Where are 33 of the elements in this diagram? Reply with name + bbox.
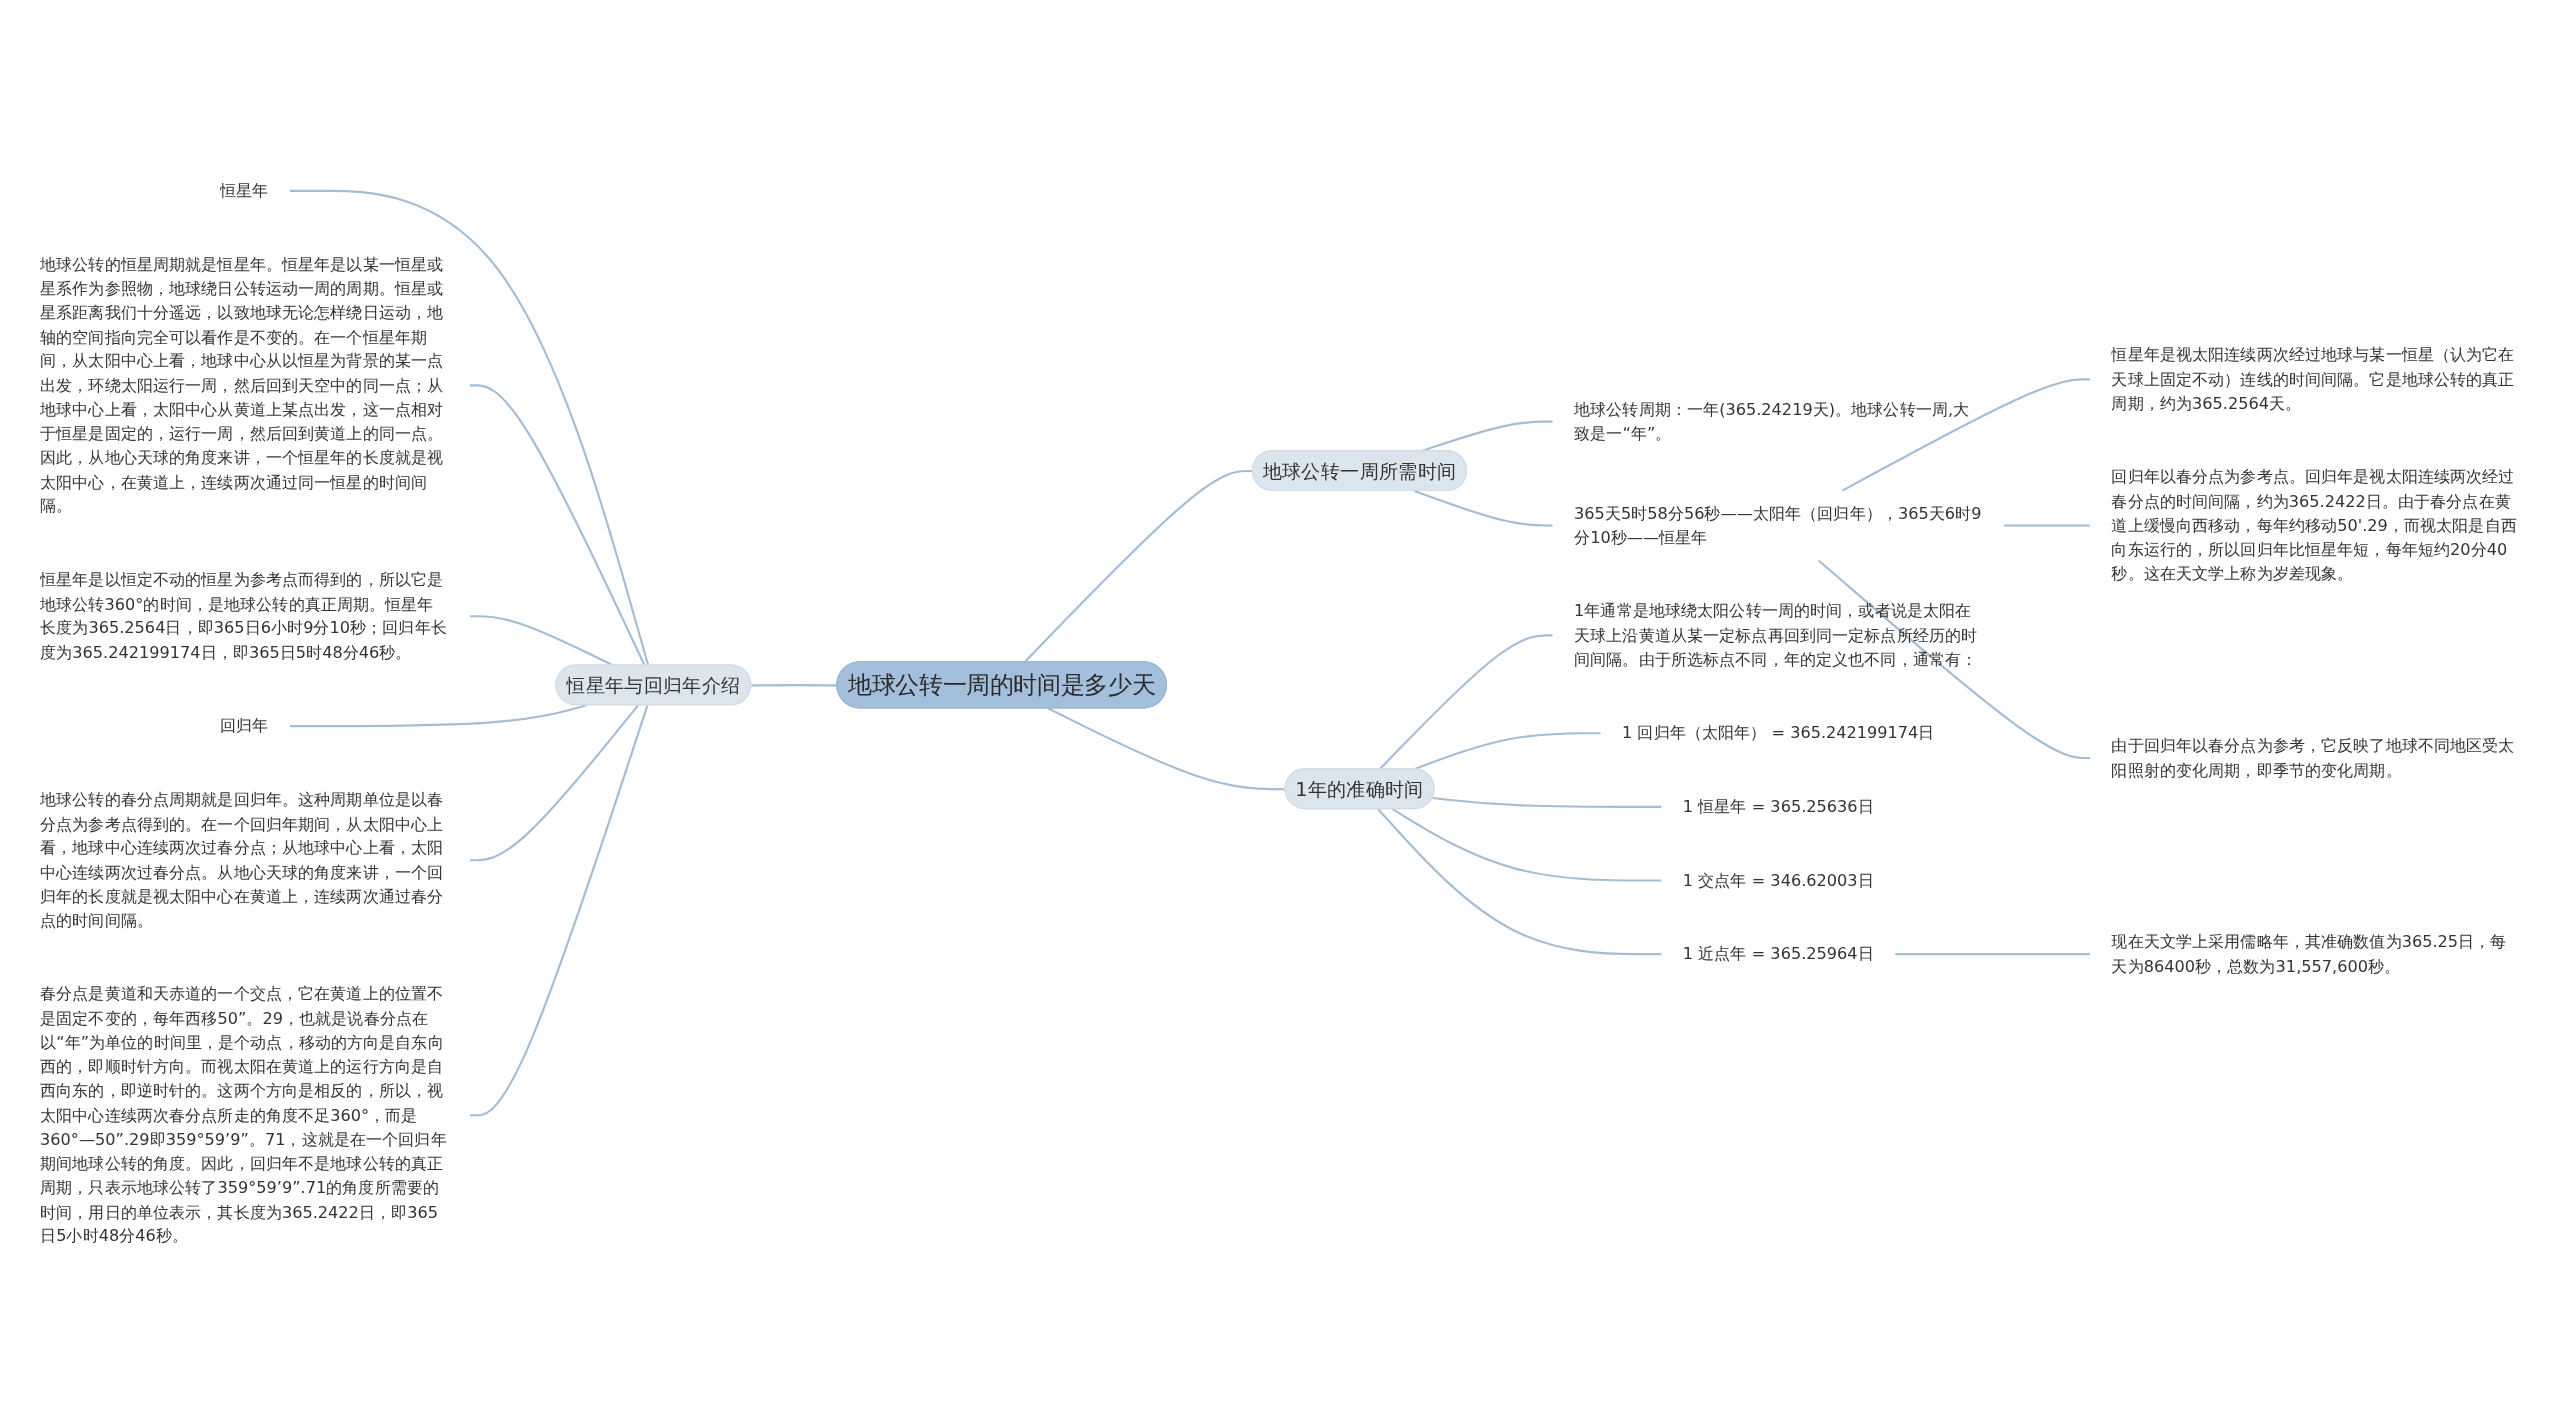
node-text: 1 近点年 = 365.25964日 [1682, 944, 1874, 964]
connector [470, 615, 614, 667]
connector [290, 189, 650, 666]
node-text: 1 回归年（太阳年） = 365.242199174日 [1622, 723, 1935, 743]
node-text: 回归年 [220, 716, 269, 736]
connector [1414, 490, 1553, 527]
node-text: 地球公转的春分点周期就是回归年。这种周期单位是以春分点为参考点得到的。在一个回归年期间，从太阳中心上看，地球中心连续两次过春分点；从地球中心上看，太阳中心连续两次过春分点。从地心天球的角度来讲，一个回归年的长度就是视太阳中心在黄道上，连续两次通过春分点的时间间隔。 [40, 789, 444, 931]
node-text: 地球公转的恒星周期就是恒星年。恒星年是以某一恒星或星系作为参照物，地球绕日公转运动一周的周期。恒星或星系距离我们十分遥远，以致地球无论怎样绕日运动，地轴的空间指向完全可以看作是不变的。在一个恒星年期间，从太阳中心上看，地球中心从以恒星为背景的某一点出发，环绕太阳运行一周，然后回到天空中的同一点；从地球中心上看，太阳中心从黄道上某点出发，这一点相对于恒星是固定的，运行一周，然后回到黄道上的同一点。因此，从地心天球的角度来讲，一个恒星年的长度就是视太阳中心，在黄道上，连续两次通过同一恒星的时间间隔。 [40, 254, 444, 516]
node-text: 现在天文学上采用儒略年，其准确数值为365.25日，每天为86400秒，总数为31,557,600秒。 [2111, 932, 2507, 976]
node-text: 1 恒星年 = 365.25636日 [1682, 796, 1874, 817]
node-text: 365天5时58分56秒——太阳年（回归年），365天6时9分10秒——恒星年 [1574, 503, 1982, 548]
connector [1817, 559, 2090, 760]
connector [470, 704, 649, 1117]
connector [470, 704, 639, 862]
node-text: 回归年以春分点为参考点。回归年是视太阳连续两次经过春分点的时间间隔，约为365.2422日。由于春分点在黄道上缓慢向西移动，每年约移动50'.29，而视太阳是自西向东运行的，所以回归年比恒星年短，每年短约20分40秒。这在天文学上称为岁差现象。 [2111, 467, 2517, 584]
node-text: 1年通常是地球绕太阳公转一周的时间，或者说是太阳在天球上沿黄道从某一定标点再回到同一定标点所经历的时间间隔。由于所选标点不同，年的定义也不同，通常有： [1574, 601, 1978, 670]
connector [1432, 796, 1662, 808]
node-text: 恒星年是以恒定不动的恒星为参考点而得到的，所以它是地球公转360°的时间，是地球公转的真正周期。恒星年长度为365.2564日，即365日6小时9分10秒；回归年长度为365.242199174日，即365日5时48分46秒。 [40, 570, 447, 662]
connector [2004, 524, 2090, 527]
connector [1377, 808, 1662, 956]
connector [1047, 707, 1286, 791]
connector [1413, 732, 1601, 771]
node-text: 1 交点年 = 346.62003日 [1682, 870, 1874, 890]
node-text: 由于回归年以春分点为参考，它反映了地球不同地区受太阳照射的变化周期，即季节的变化周期。 [2111, 735, 2515, 780]
connector [1895, 953, 2090, 956]
node-text: 春分点是黄道和天赤道的一个交点，它在黄道上的位置不是固定不变的，每年西移50”。29，也就是说春分点在以“年”为单位的时间里，是个动点，移动的方向是自东向西的，即顺时针方向。而视太阳在黄道上的运行方向是自西向东的，即逆时针的。这两个方向是相反的，所以，视太阳中心连续两次春分点所走的角度不足360°，而是360°—50”.29即359°59’9”。71，这就是在一个回归年期间地球公转的角度。因此，回归年不是地球公转的真正周期，只表示地球公转了359°59’9”.71的角度所需要的时间，用日的单位表示，其长度为365.2422日，即365日5小时48分46秒。 [40, 984, 447, 1246]
connector [290, 704, 587, 728]
connector [470, 384, 646, 666]
connector [1392, 808, 1662, 882]
node-text: 恒星年 [220, 180, 269, 201]
node-text: 恒星年是视太阳连续两次经过地球与某一恒星（认为它在天球上固定不动）连线的时间间隔。它是地球公转的真正周期，约为365.2564天。 [2111, 345, 2515, 413]
node-text: 地球公转周期：一年(365.24219天)。地球公转一周,大致是一“年”。 [1574, 399, 1970, 444]
connector [1841, 378, 2090, 492]
